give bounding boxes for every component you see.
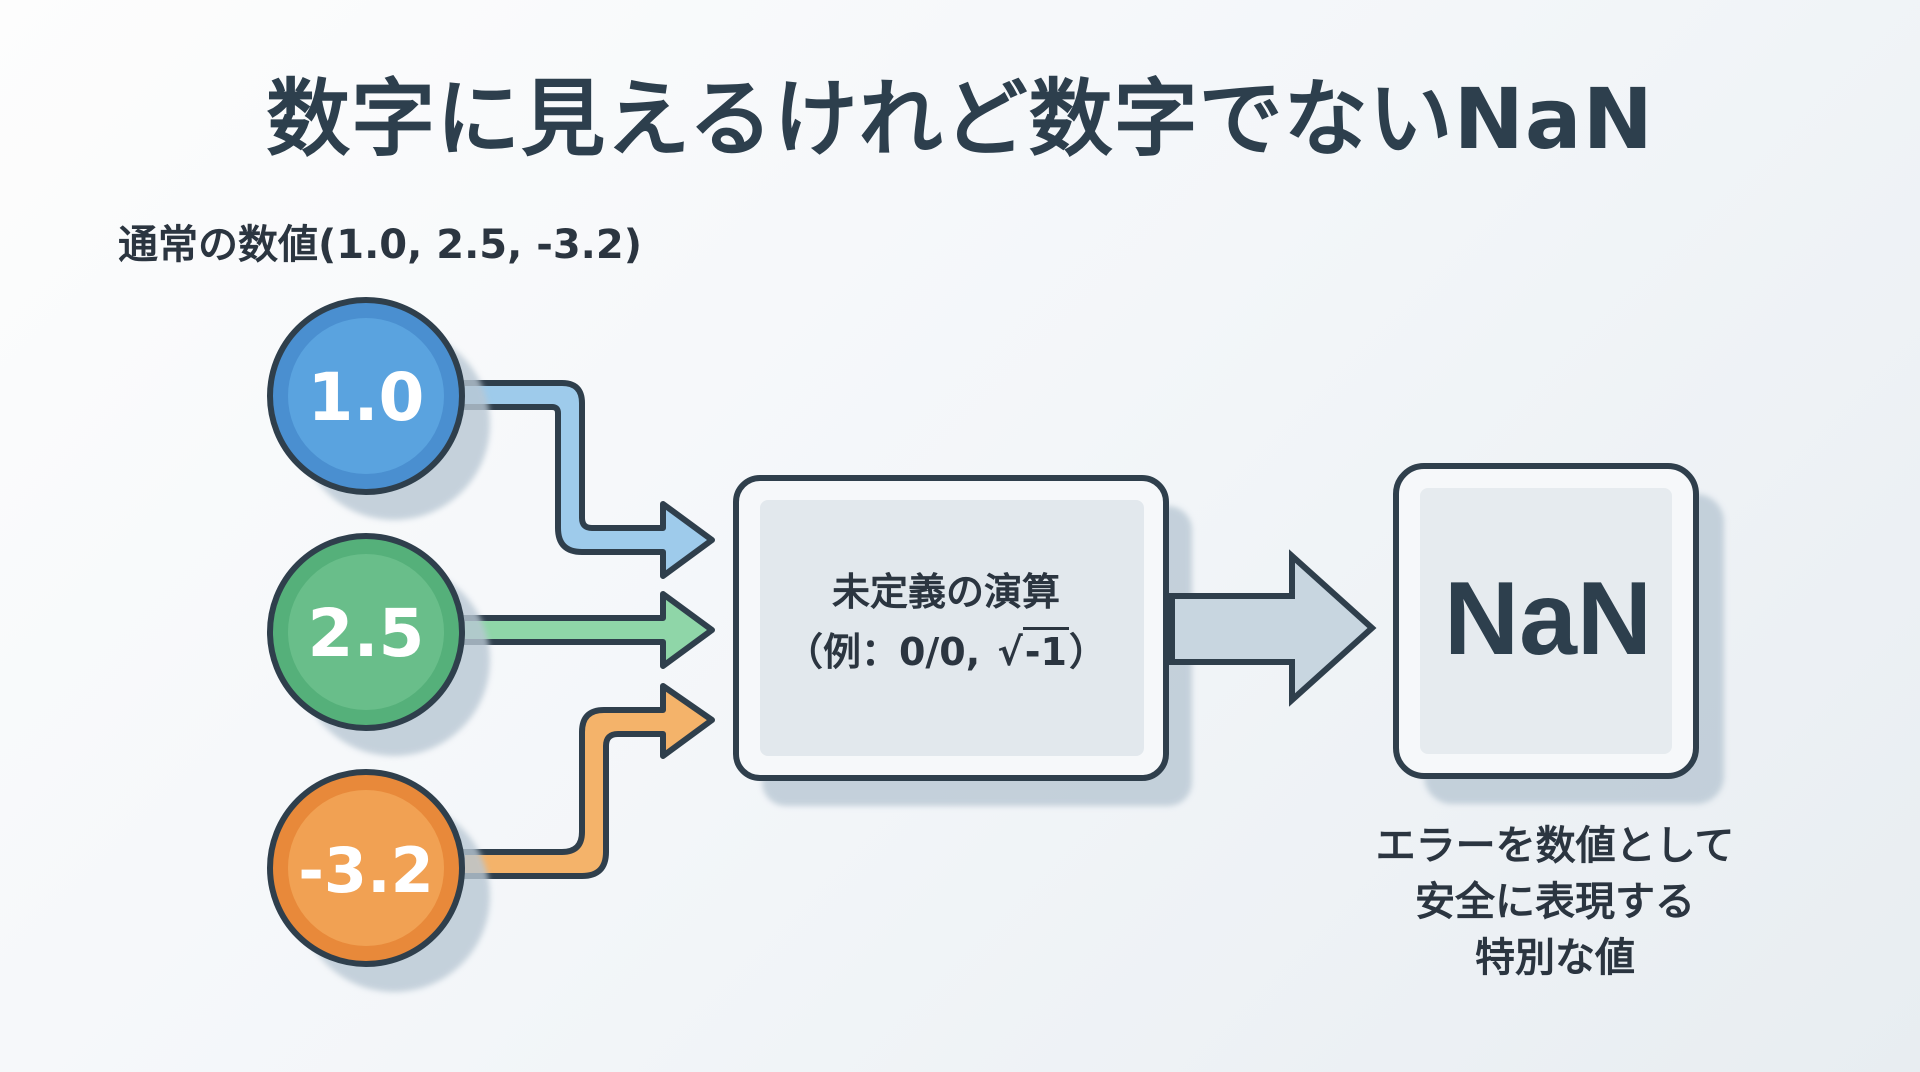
operation-title: 未定義の演算 [831, 570, 1060, 614]
radicand: -1 [1022, 627, 1069, 674]
operation-label: 未定義の演算 （例：0/0, √-1） [736, 562, 1156, 682]
nan-description: エラーを数値として 安全に表現する 特別な値 [1330, 818, 1780, 986]
node-label-3: -3.2 [298, 834, 434, 907]
input-node-2: 2.5 [267, 533, 476, 742]
operation-box [733, 475, 1178, 792]
nan-description-line-2: 安全に表現する [1415, 879, 1695, 925]
operation-example: （例：0/0, √-1） [736, 622, 1156, 682]
nan-description-line-1: エラーを数値として [1375, 823, 1735, 869]
big-arrow [1169, 549, 1377, 707]
node-label-1: 1.0 [308, 359, 425, 436]
sqrt-expression: √-1 [993, 622, 1069, 682]
nan-label: NaN [1443, 561, 1653, 677]
input-node-1: 1.0 [267, 297, 476, 506]
inputs-heading: 通常の数値(1.0, 2.5, -3.2) [118, 222, 642, 268]
arrow-2 [459, 591, 715, 669]
node-label-2: 2.5 [308, 595, 425, 672]
example-prefix: （例：0/0, [784, 630, 994, 674]
input-node-3: -3.2 [267, 769, 476, 978]
sqrt-symbol: √ [997, 630, 1023, 674]
example-suffix: ） [1069, 630, 1108, 674]
page-title: 数字に見えるけれど数字でないNaN [266, 70, 1654, 168]
nan-box [1393, 463, 1710, 790]
arrow-3 [459, 683, 715, 879]
arrow-1 [459, 380, 715, 579]
nan-description-line-3: 特別な値 [1475, 935, 1635, 981]
